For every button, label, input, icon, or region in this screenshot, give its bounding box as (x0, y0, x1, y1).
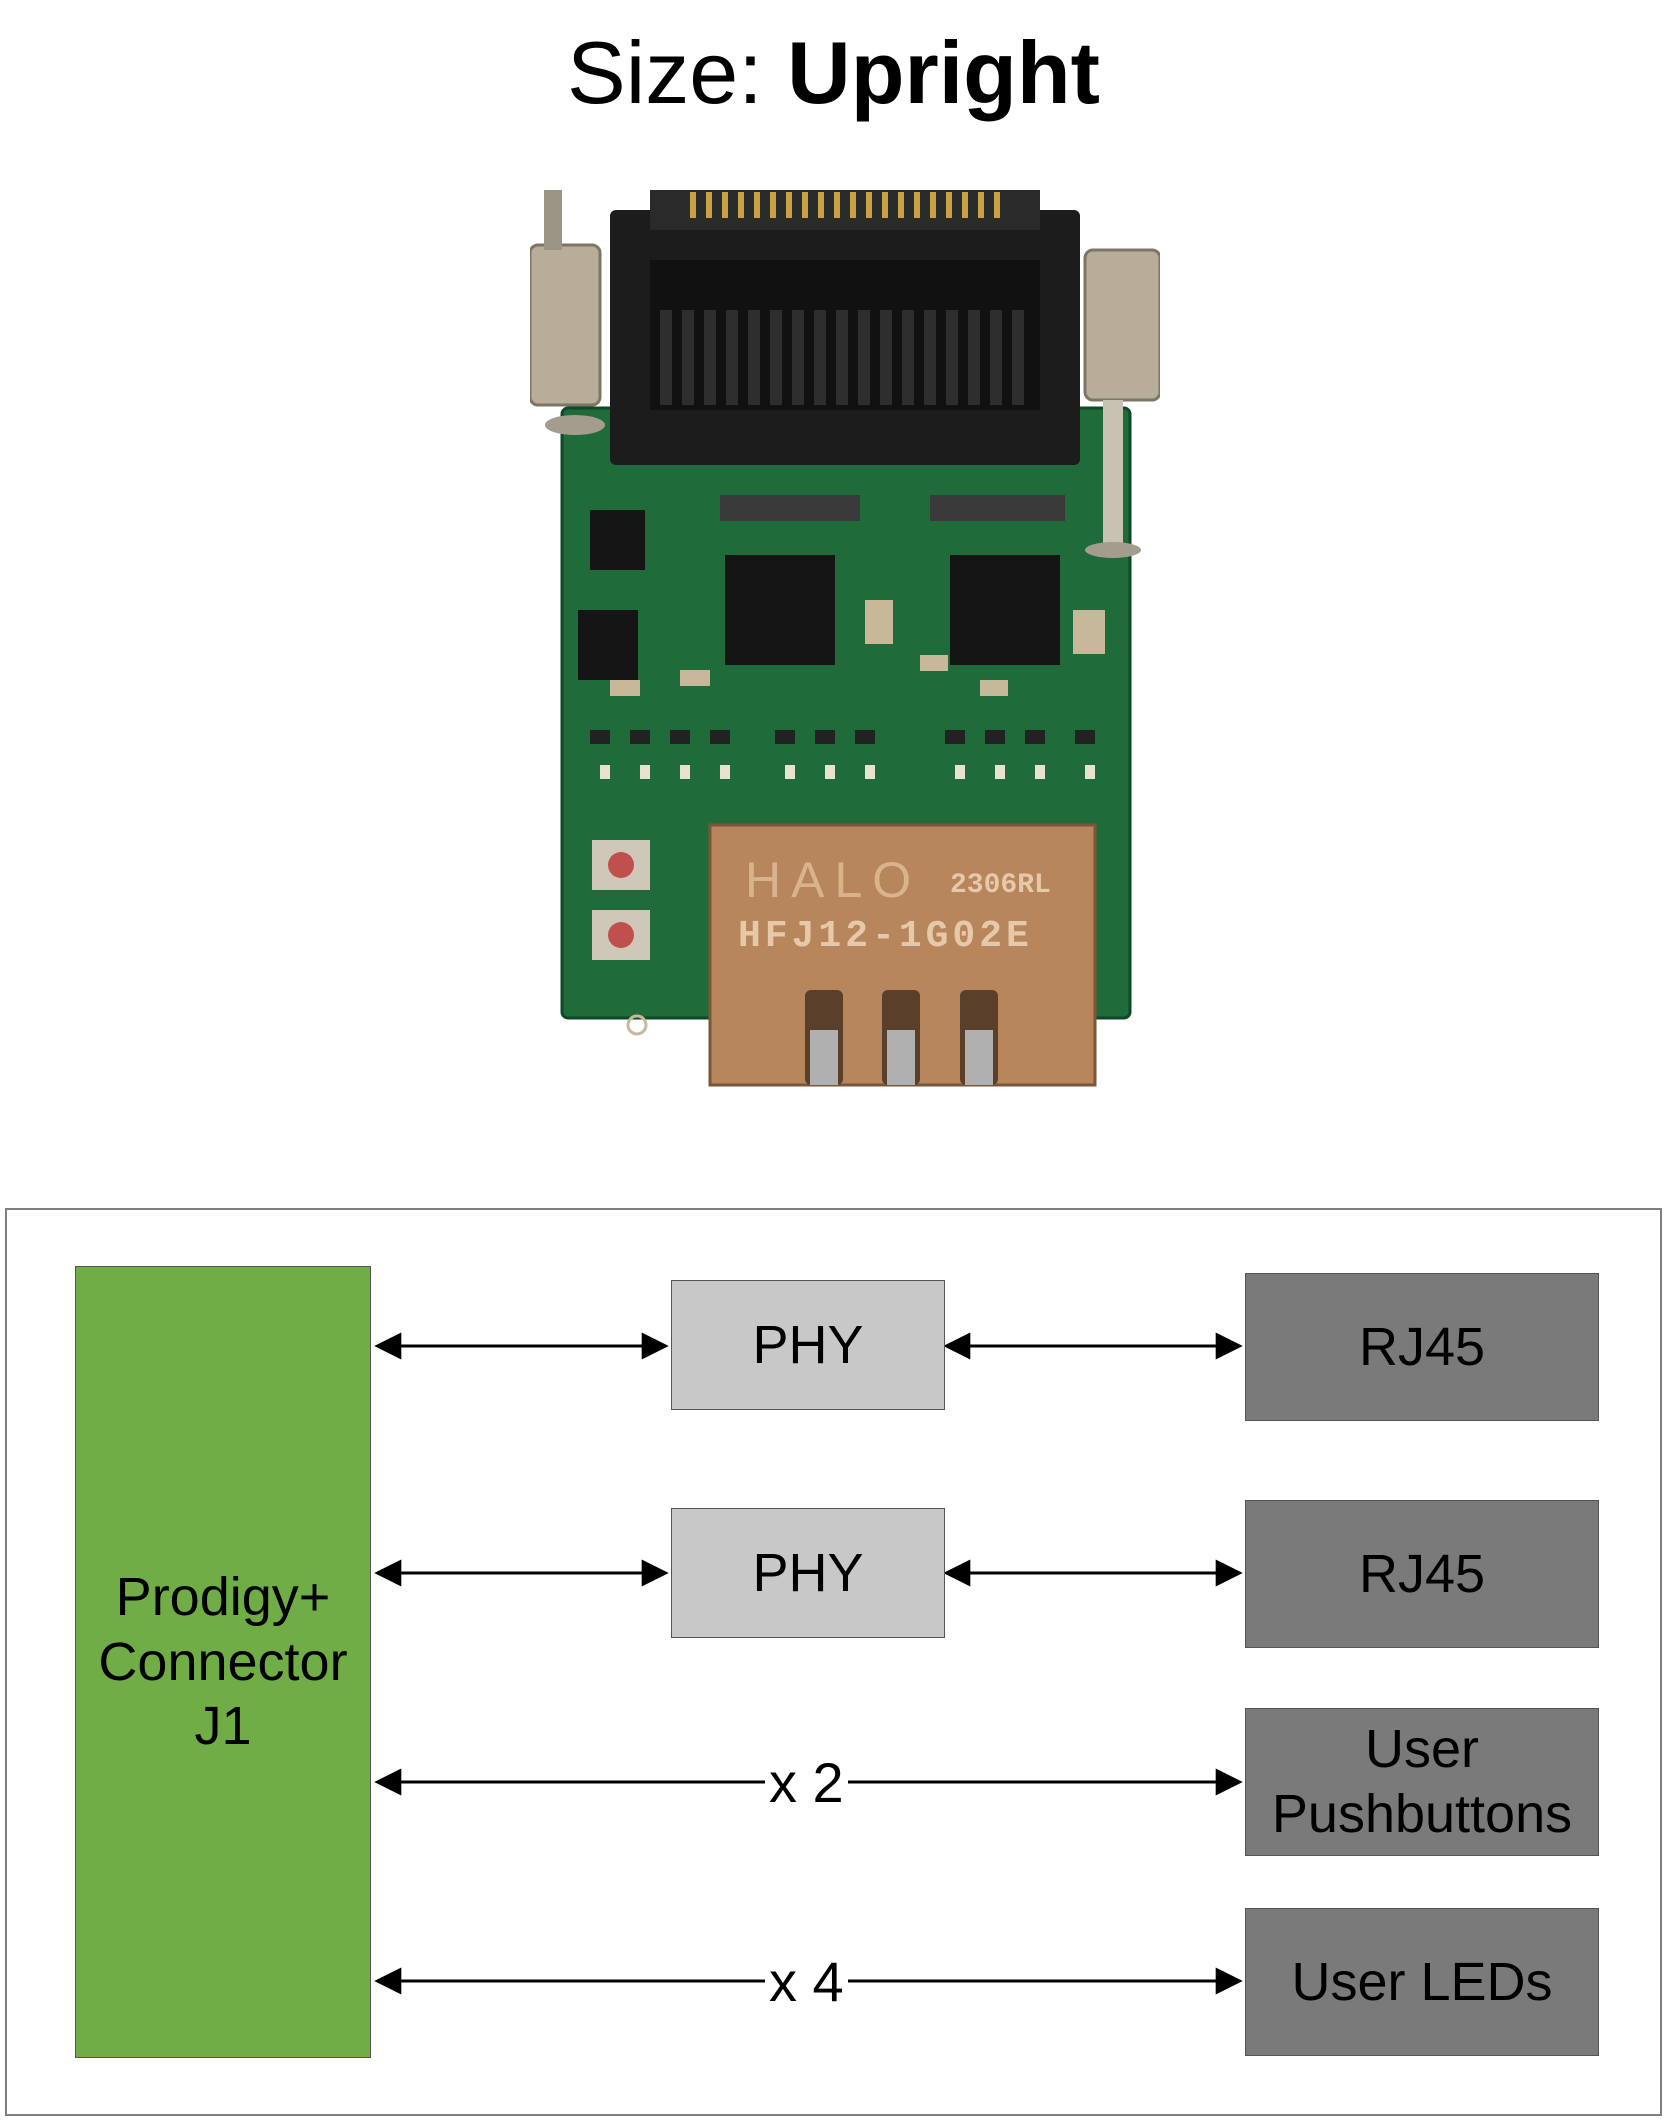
pushbuttons-label: User Pushbuttons (1271, 1719, 1573, 1844)
prodigy-connector-block: Prodigy+ Connector J1 (75, 1266, 371, 2058)
phy-block-2: PHY (671, 1508, 945, 1638)
jack-code: 2306RL (950, 870, 1051, 901)
multiplier-leds: x 4 (765, 1954, 848, 2010)
rj45-label-2: RJ45 (1358, 1543, 1486, 1604)
title-prefix: Size: (567, 23, 788, 122)
phy-chip-2 (950, 555, 1060, 665)
pushbuttons-block: User Pushbuttons (1245, 1708, 1599, 1856)
phy-label-2: PHY (752, 1542, 864, 1603)
title-value: Upright (787, 23, 1100, 122)
jack-brand: HALO (745, 852, 921, 908)
leds-label: User LEDs (1291, 1951, 1553, 2012)
block-diagram: Prodigy+ Connector J1 PHY PHY RJ45 RJ45 … (5, 1208, 1662, 2116)
leds-block: User LEDs (1245, 1908, 1599, 2056)
jack-part: HFJ12-1G02E (738, 915, 1033, 958)
connector-label: Prodigy+ Connector J1 (98, 1566, 348, 1757)
phy-chip-1 (725, 555, 835, 665)
rj45-label-1: RJ45 (1358, 1316, 1486, 1377)
right-bracket (1083, 248, 1160, 402)
left-bracket (530, 243, 602, 407)
page-title: Size: Upright (0, 22, 1667, 124)
phy-block-1: PHY (671, 1280, 945, 1410)
multiplier-pushbuttons: x 2 (765, 1755, 848, 1811)
phy-label-1: PHY (752, 1314, 864, 1375)
board-photo: HALO 2306RL HFJ12-1G02E (530, 190, 1160, 1087)
rj45-block-2: RJ45 (1245, 1500, 1599, 1648)
rj45-block-1: RJ45 (1245, 1273, 1599, 1421)
